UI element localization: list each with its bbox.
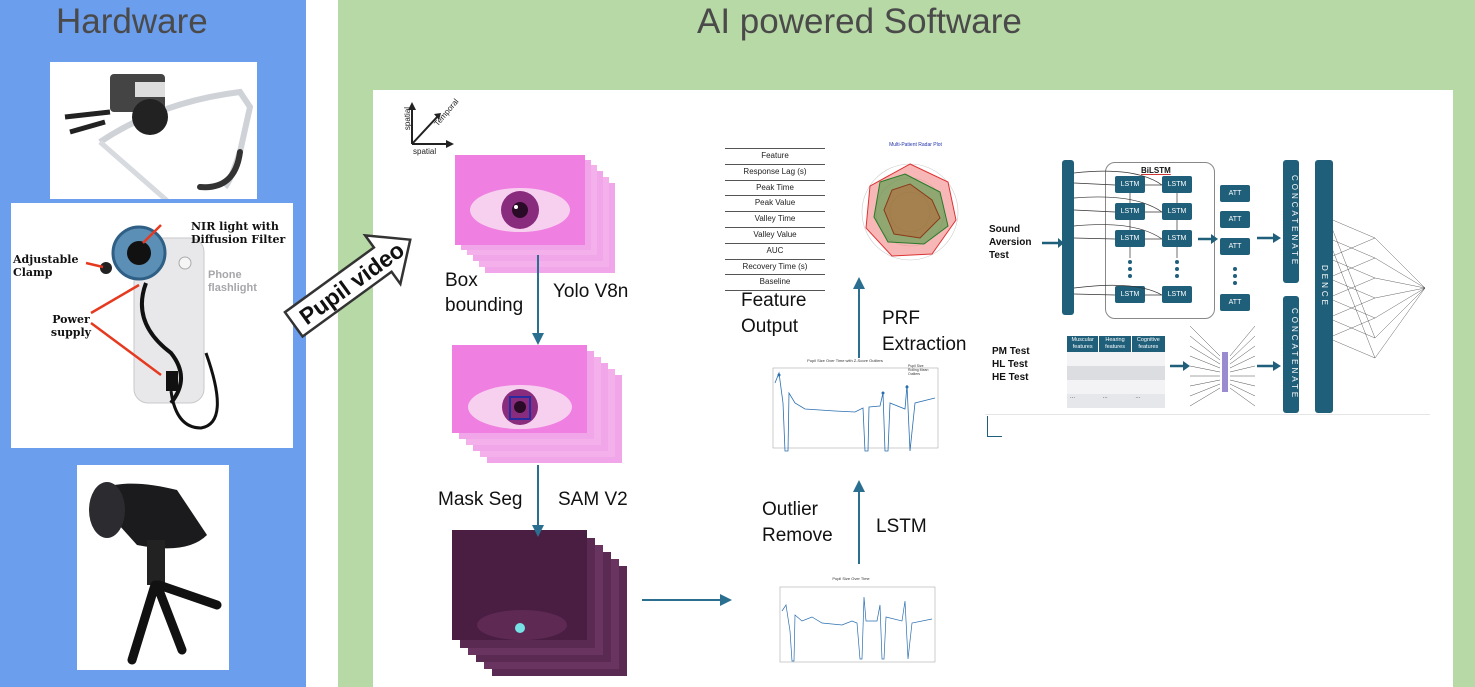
radar-plot: Multi-Patient Radar Plot <box>848 142 983 277</box>
sam-label: SAM V2 <box>558 489 628 510</box>
lstm-cell: LSTM <box>1115 203 1145 220</box>
table-header: Muscular features <box>1067 336 1100 352</box>
model-diagram: BiLSTM LSTM LSTM LSTM LSTM LSTM LSTM LST… <box>985 148 1430 437</box>
arrow-up-lstm <box>853 480 865 564</box>
camera-tripod-photo <box>77 465 229 670</box>
table-ellipsis: ... <box>1070 394 1076 400</box>
power-supply-label: Power supply <box>50 313 92 339</box>
axis-spatial-vertical: spatial <box>403 106 413 131</box>
lstm-cell: LSTM <box>1162 176 1192 193</box>
model-connections <box>1042 170 1426 407</box>
lstm-cell: LSTM <box>1162 203 1192 220</box>
box-bounding-label: Box bounding <box>445 270 524 316</box>
axis-spatial-horizontal: spatial <box>413 147 437 156</box>
lstm-cell: LSTM <box>1115 286 1145 303</box>
phone-device-photo: NIR light with Diffusion Filter Adjustab… <box>11 203 293 448</box>
eye-frames-stack-3 <box>452 530 630 680</box>
att-cell: ATT <box>1220 185 1250 202</box>
feature-row: AUC <box>725 244 825 260</box>
sound-aversion-label: Sound Aversion Test <box>989 224 1032 261</box>
pm-test-label: PM Test <box>992 346 1030 357</box>
table-ellipsis: ... <box>1135 394 1141 400</box>
legend-entry: Outliers <box>908 372 921 376</box>
feature-row: Valley Value <box>725 228 825 244</box>
feature-row: Response Lag (s) <box>725 165 825 181</box>
outlier-remove-label: Outlier Remove <box>762 499 833 546</box>
arrow-down-1 <box>532 255 544 345</box>
arrow-right-to-plot <box>642 594 732 606</box>
outlier-plot-title: Pupil Size Over Time with Z-Score Outlie… <box>807 358 883 363</box>
dence-bar: DENCE <box>1315 160 1333 413</box>
feature-row: Baseline <box>725 275 825 292</box>
att-cell: ATT <box>1220 238 1250 255</box>
prf-extraction-label: PRF Extraction <box>882 308 967 355</box>
feature-row: Recovery Time (s) <box>725 260 825 276</box>
input-bar <box>1062 160 1074 315</box>
feature-row: Valley Time <box>725 212 825 228</box>
hardware-title: Hardware <box>56 2 208 41</box>
feature-row: Peak Value <box>725 196 825 213</box>
bracket-mark <box>987 416 1002 437</box>
eye-frames-stack-1 <box>455 155 625 280</box>
table-header: Cognitive features <box>1131 336 1165 352</box>
pupil-video-arrow: Pupil video <box>272 222 432 342</box>
feature-row: Feature <box>725 149 825 165</box>
yolo-label: Yolo V8n <box>553 281 629 302</box>
phone-device-drawing <box>85 224 219 430</box>
table-header: Hearing features <box>1099 336 1132 352</box>
he-test-label: HE Test <box>992 372 1029 383</box>
glasses-photo <box>50 62 257 199</box>
arrow-up-prf <box>853 277 865 358</box>
feature-table: Feature Response Lag (s) Peak Time Peak … <box>725 148 825 292</box>
concatenate-bar-bottom: CONCATENATE <box>1283 296 1299 413</box>
feature-output-label: Feature Output <box>741 290 807 337</box>
att-cell: ATT <box>1220 294 1250 311</box>
model-divider <box>985 414 1430 415</box>
mask-seg-label: Mask Seg <box>438 489 523 510</box>
arrow-down-2 <box>532 465 544 537</box>
nir-light-label: NIR light with Diffusion Filter <box>191 220 286 246</box>
outlier-plot-legend: Pupil Size Rolling Mean Outliers <box>908 364 928 376</box>
bilstm-label: BiLSTM <box>1141 166 1171 175</box>
att-cell: ATT <box>1220 211 1250 228</box>
lstm-step-label: LSTM <box>876 516 927 537</box>
panel-separator <box>306 0 338 687</box>
hl-test-label: HL Test <box>992 359 1028 370</box>
legend-entry: Rolling Mean <box>908 368 929 372</box>
concatenate-bar-top: CONCATENATE <box>1283 160 1299 283</box>
axes-icon <box>398 96 458 156</box>
pupil-plot-title: Pupil Size Over Time <box>832 576 870 581</box>
test-features-table: Muscular features Hearing features Cogni… <box>1067 336 1165 408</box>
table-ellipsis: ... <box>1102 394 1108 400</box>
pupil-size-plot: Pupil Size Over Time <box>762 576 940 676</box>
lstm-cell: LSTM <box>1162 230 1192 247</box>
software-title: AI powered Software <box>697 2 1022 41</box>
outlier-plot: Pupil Size Over Time with Z-Score Outlie… <box>745 358 945 468</box>
lstm-cell: LSTM <box>1162 286 1192 303</box>
eye-frames-stack-2 <box>452 345 627 470</box>
radar-title: Multi-Patient Radar Plot <box>889 142 942 148</box>
legend-entry: Pupil Size <box>908 364 924 368</box>
feature-row: Peak Time <box>725 181 825 197</box>
lstm-cell: LSTM <box>1115 176 1145 193</box>
lstm-cell: LSTM <box>1115 230 1145 247</box>
phone-flashlight-label: Phone flashlight <box>208 269 257 294</box>
clamp-label: Adjustable Clamp <box>13 253 79 279</box>
